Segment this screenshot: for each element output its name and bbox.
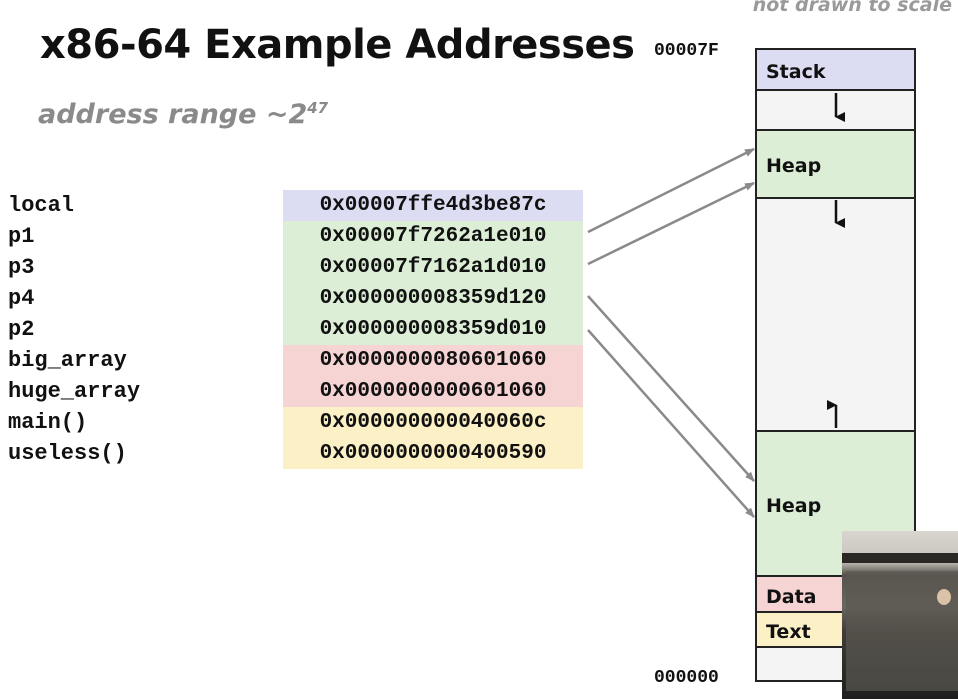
addr-p4: 0x000000008359d120 (283, 283, 583, 314)
slide-title: x86-64 Example Addresses (40, 22, 635, 68)
addr-big-array: 0x0000000080601060 (283, 345, 583, 376)
presenter-video-thumbnail (842, 531, 958, 699)
addr-p3: 0x00007f7162a1d010 (283, 252, 583, 283)
segment-heap-top: Heap (755, 129, 916, 199)
addr-p2: 0x000000008359d010 (283, 314, 583, 345)
var-name-p2: p2 (8, 317, 35, 342)
addr-local: 0x00007ffe4d3be87c (283, 190, 583, 221)
addr-huge-array: 0x0000000000601060 (283, 376, 583, 407)
segment-stack-label: Stack (766, 61, 826, 83)
segment-data-label: Data (766, 586, 817, 608)
arrow-p2-to-heap (587, 329, 755, 518)
var-name-local: local (8, 193, 75, 218)
var-name-main: main() (8, 410, 88, 435)
segment-heap-top-label: Heap (766, 155, 822, 177)
arrow-p4-to-heap (587, 295, 755, 482)
var-name-useless: useless() (8, 441, 127, 466)
address-range-exponent: 47 (307, 99, 329, 117)
var-name-p4: p4 (8, 286, 35, 311)
var-name-big-array: big_array (8, 348, 127, 373)
address-range-base: address range ~2 (38, 99, 308, 130)
addr-p1: 0x00007f7262a1e010 (283, 221, 583, 252)
address-range-label: address range ~247 (38, 99, 328, 130)
var-name-huge-array: huge_array (8, 379, 141, 404)
addr-main: 0x000000000040060c (283, 407, 583, 438)
bottom-address-label: 000000 (654, 668, 719, 688)
var-name-p3: p3 (8, 255, 35, 280)
var-name-p1: p1 (8, 224, 35, 249)
arrow-p1-to-heap (587, 147, 755, 234)
segment-heap-bottom-label: Heap (766, 495, 822, 517)
addr-useless: 0x0000000000400590 (283, 438, 583, 469)
arrow-p3-to-heap (587, 181, 755, 266)
top-address-label: 00007F (654, 41, 719, 61)
segment-text-label: Text (766, 621, 811, 643)
scale-note: not drawn to scale (752, 0, 952, 16)
